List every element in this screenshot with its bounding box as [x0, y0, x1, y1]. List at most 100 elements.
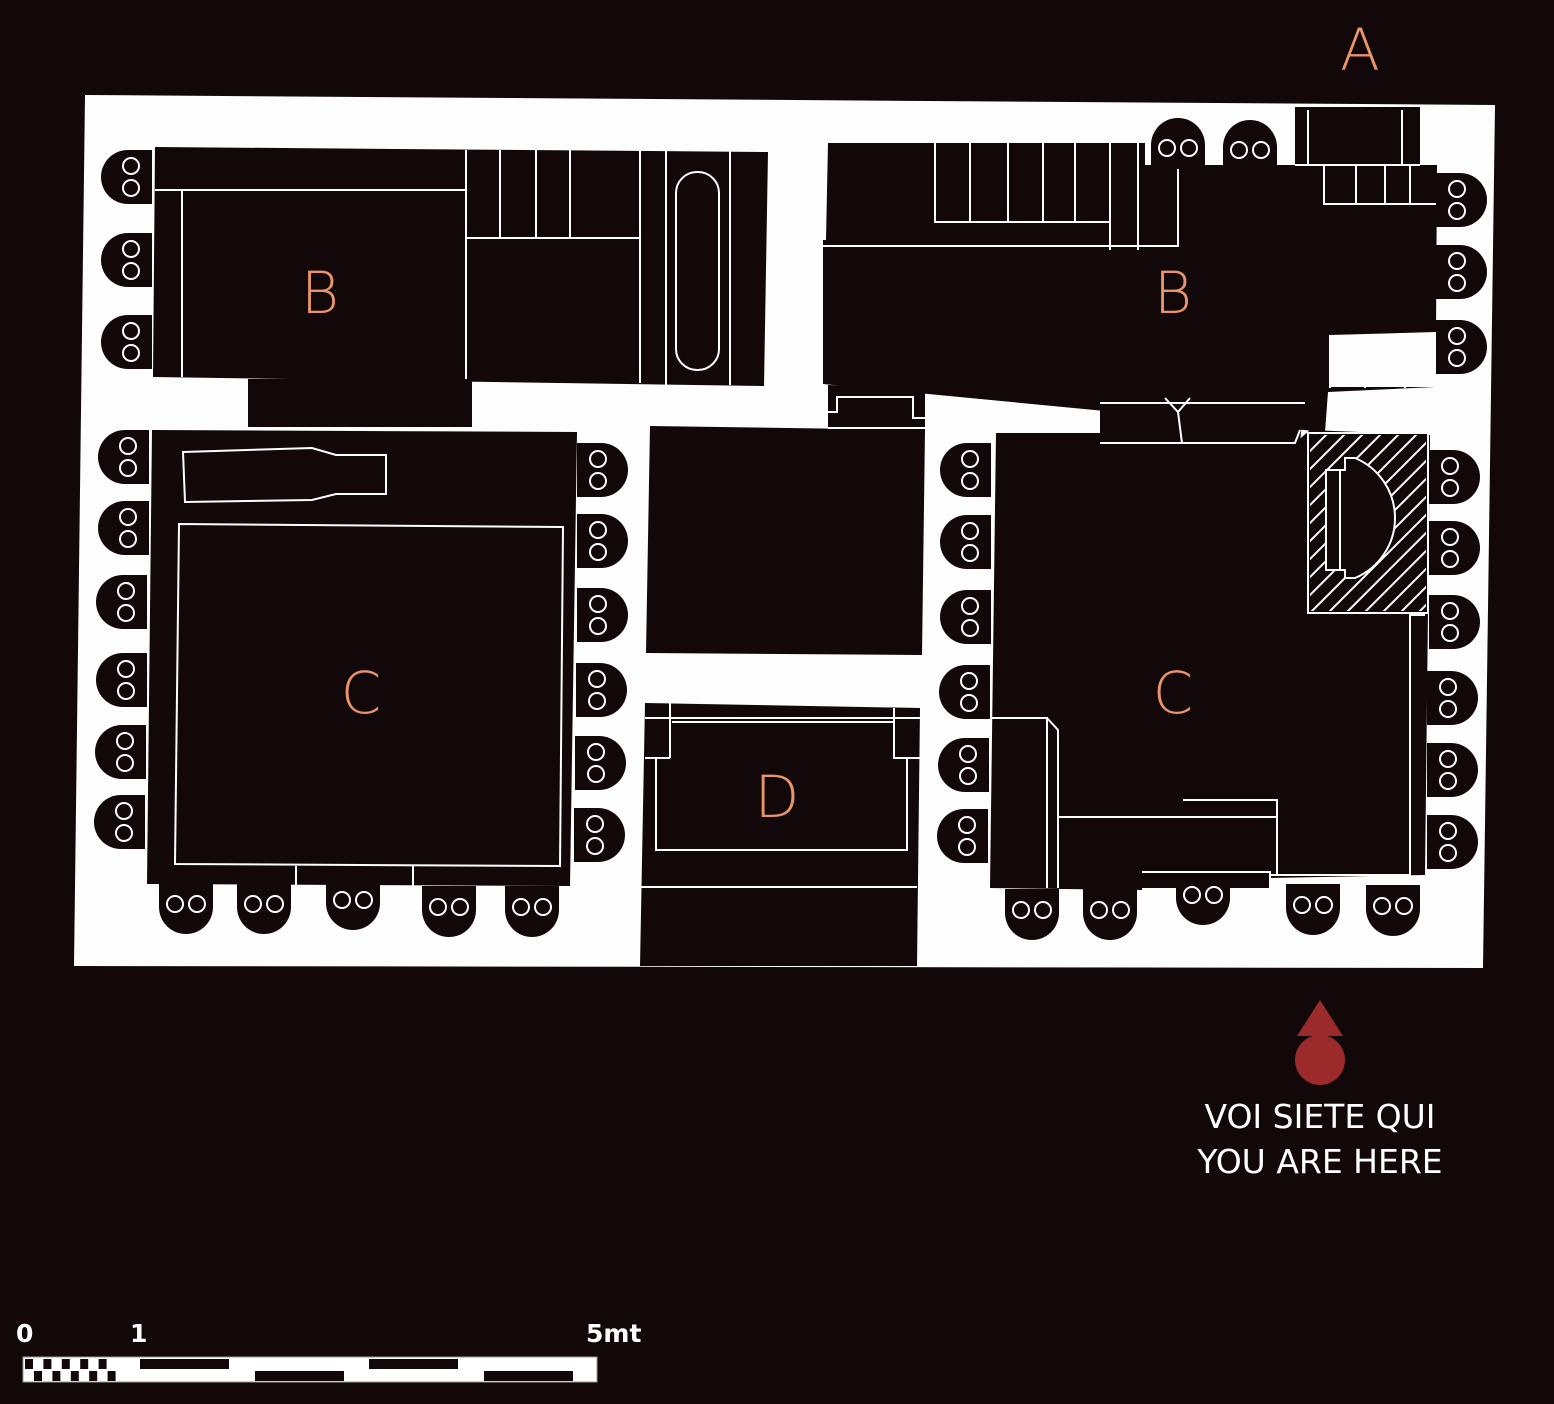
seat-circle-icon — [188, 895, 206, 913]
seat-circle-icon — [1439, 772, 1457, 790]
table-block-c-left — [147, 430, 577, 886]
seat-circle-icon — [333, 891, 351, 909]
seat-circle-icon — [115, 802, 133, 820]
seat-circle-icon — [117, 660, 135, 678]
scale-segment — [484, 1371, 573, 1381]
scale-segment — [25, 1359, 33, 1369]
seat-circle-icon — [1441, 602, 1459, 620]
seat — [1005, 889, 1059, 940]
seat-circle-icon — [1112, 901, 1130, 919]
seat-circle-icon — [589, 450, 607, 468]
seat-circle-icon — [961, 472, 979, 490]
seat — [1427, 743, 1478, 797]
area-label-a: A — [1340, 16, 1380, 84]
seat-circle-icon — [166, 895, 184, 913]
table-block-c-right — [990, 390, 1430, 890]
seat — [1427, 671, 1478, 725]
scale-segment — [80, 1359, 89, 1369]
seat-circle-icon — [958, 838, 976, 856]
seat — [940, 443, 991, 497]
scale-segment — [140, 1359, 229, 1369]
seat-circle-icon — [512, 898, 530, 916]
seat — [101, 150, 152, 204]
seat-circle-icon — [1448, 202, 1466, 220]
seat — [1176, 874, 1230, 925]
scale-segment — [43, 1359, 52, 1369]
you-are-here-marker — [1295, 1000, 1345, 1085]
seat-circle-icon — [1293, 896, 1311, 914]
seat-circle-icon — [1441, 479, 1459, 497]
seat-circle-icon — [588, 692, 606, 710]
seat-circle-icon — [122, 157, 140, 175]
seat-circle-icon — [119, 459, 137, 477]
seat-circle-icon — [1205, 886, 1223, 904]
table-block-b-right — [823, 107, 1437, 432]
seat — [326, 879, 380, 930]
seat — [1427, 815, 1478, 869]
seat — [1151, 118, 1205, 169]
scale-segment — [89, 1371, 98, 1381]
seat — [577, 588, 628, 642]
scale-segment — [61, 1359, 70, 1369]
scale-segment — [52, 1371, 61, 1381]
seat-circle-icon — [1439, 678, 1457, 696]
seat-circle-icon — [1395, 897, 1413, 915]
seat-circle-icon — [1448, 327, 1466, 345]
seat-circle-icon — [589, 521, 607, 539]
seat-circle-icon — [119, 530, 137, 548]
seat-circle-icon — [960, 694, 978, 712]
scale-bar — [22, 1356, 598, 1383]
scale-segment — [34, 1371, 42, 1381]
seat — [577, 514, 628, 568]
seat — [1429, 521, 1480, 575]
scale-segment — [107, 1371, 116, 1381]
seat-circle-icon — [355, 891, 373, 909]
seat-circle-icon — [1439, 700, 1457, 718]
area-label-d: D — [755, 763, 800, 831]
seat-circle-icon — [961, 619, 979, 637]
scale-segment — [369, 1359, 458, 1369]
seat — [574, 808, 625, 862]
table-block-middle — [646, 385, 925, 655]
seat — [237, 883, 291, 934]
seat — [98, 430, 149, 484]
scale-label-1: 1 — [130, 1319, 147, 1348]
seat — [1366, 885, 1420, 936]
seat-circle-icon — [534, 898, 552, 916]
seat-circle-icon — [119, 508, 137, 526]
seat-circle-icon — [117, 604, 135, 622]
seat-circle-icon — [589, 617, 607, 635]
seat-circle-icon — [1441, 457, 1459, 475]
seat — [939, 665, 990, 719]
seat-circle-icon — [588, 670, 606, 688]
seat-circle-icon — [959, 767, 977, 785]
seat-circle-icon — [1441, 550, 1459, 568]
seat-circle-icon — [1090, 901, 1108, 919]
seat-circle-icon — [1252, 141, 1270, 159]
seat-circle-icon — [266, 895, 284, 913]
seat-circle-icon — [429, 898, 447, 916]
seat — [576, 663, 627, 717]
seat-circle-icon — [122, 344, 140, 362]
seat — [1286, 884, 1340, 935]
seat-circle-icon — [119, 437, 137, 455]
seat — [505, 886, 559, 937]
seat-circle-icon — [1441, 528, 1459, 546]
seat-circle-icon — [1230, 141, 1248, 159]
seat-circle-icon — [451, 898, 469, 916]
seat-circle-icon — [958, 816, 976, 834]
table-block-b-left — [153, 147, 768, 427]
seat-circle-icon — [1183, 886, 1201, 904]
seat-circle-icon — [1180, 139, 1198, 157]
seat-circle-icon — [1373, 897, 1391, 915]
seat-circle-icon — [960, 672, 978, 690]
you-are-here-italian: VOI SIETE QUI — [1204, 1097, 1435, 1136]
scale-segment — [255, 1371, 344, 1381]
seats — [94, 118, 1487, 940]
seat-circle-icon — [116, 732, 134, 750]
seat-circle-icon — [961, 450, 979, 468]
seat — [1436, 245, 1487, 299]
seat — [940, 590, 991, 644]
seat-circle-icon — [122, 262, 140, 280]
area-label-b-left: B — [301, 259, 339, 327]
